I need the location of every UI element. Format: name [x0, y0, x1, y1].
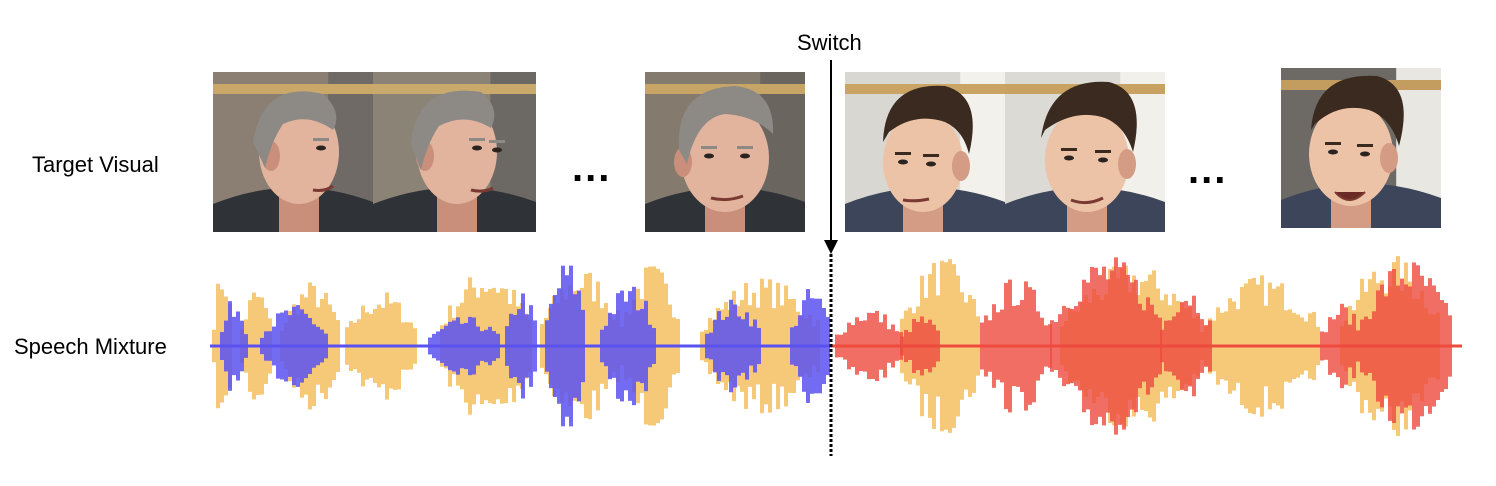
eyebrow-1 — [1325, 142, 1341, 145]
switch-arrowhead — [824, 240, 838, 254]
face-frame-speaker-b-2 — [1005, 72, 1165, 232]
eye-1 — [1328, 149, 1338, 155]
eye-2 — [740, 153, 750, 159]
ear — [1380, 143, 1398, 173]
ear — [952, 151, 970, 181]
eye-1 — [1064, 155, 1074, 161]
eye-1 — [898, 159, 908, 165]
face-frame-speaker-a-3 — [645, 72, 805, 232]
face — [883, 112, 963, 212]
hair — [1041, 81, 1137, 152]
eye-1 — [472, 145, 482, 151]
face — [1309, 102, 1393, 206]
eye-2 — [492, 147, 502, 153]
switch-label: Switch — [797, 30, 862, 55]
face-frame-speaker-a-1 — [213, 72, 373, 232]
frames-ellipsis-right: ... — [1188, 148, 1228, 192]
eyebrow-1 — [895, 152, 911, 155]
eye-2 — [1098, 157, 1108, 163]
eyebrow-2 — [1357, 144, 1373, 147]
face-frame-speaker-b-3 — [1281, 68, 1441, 228]
frame-background-trim — [373, 84, 536, 94]
eyebrow-2 — [737, 146, 753, 149]
eyebrow-1 — [1061, 148, 1077, 151]
mouth — [1070, 196, 1104, 205]
eye-2 — [926, 161, 936, 167]
mouth — [470, 186, 494, 193]
eyebrow-2 — [489, 140, 505, 143]
hair — [1311, 75, 1404, 146]
face — [681, 104, 769, 212]
eyebrow-2 — [1095, 150, 1111, 153]
mouth — [1334, 191, 1366, 201]
face-frame-speaker-b-1 — [845, 72, 1005, 232]
eye-2 — [1360, 151, 1370, 157]
speech-mixture-label: Speech Mixture — [14, 334, 167, 359]
face — [1045, 108, 1129, 212]
eye-1 — [316, 145, 326, 151]
mouth — [312, 184, 334, 192]
eyebrow-1 — [701, 146, 717, 149]
eyebrow-1 — [469, 138, 485, 141]
frame-background-trim — [213, 84, 373, 94]
eyebrow-2 — [923, 154, 939, 157]
target-visual-label: Target Visual — [32, 152, 159, 177]
mouth — [710, 194, 744, 202]
eye-1 — [704, 153, 714, 159]
face-frame-speaker-a-2 — [373, 72, 536, 232]
hair — [253, 91, 337, 168]
hair — [883, 85, 973, 154]
ear — [1118, 149, 1136, 179]
mouth — [902, 197, 930, 203]
frames-ellipsis-left: ... — [572, 146, 612, 190]
hair — [678, 86, 774, 164]
hair — [411, 90, 495, 170]
eyebrow-1 — [313, 138, 329, 141]
speech-mixture-waveform — [210, 256, 1462, 436]
